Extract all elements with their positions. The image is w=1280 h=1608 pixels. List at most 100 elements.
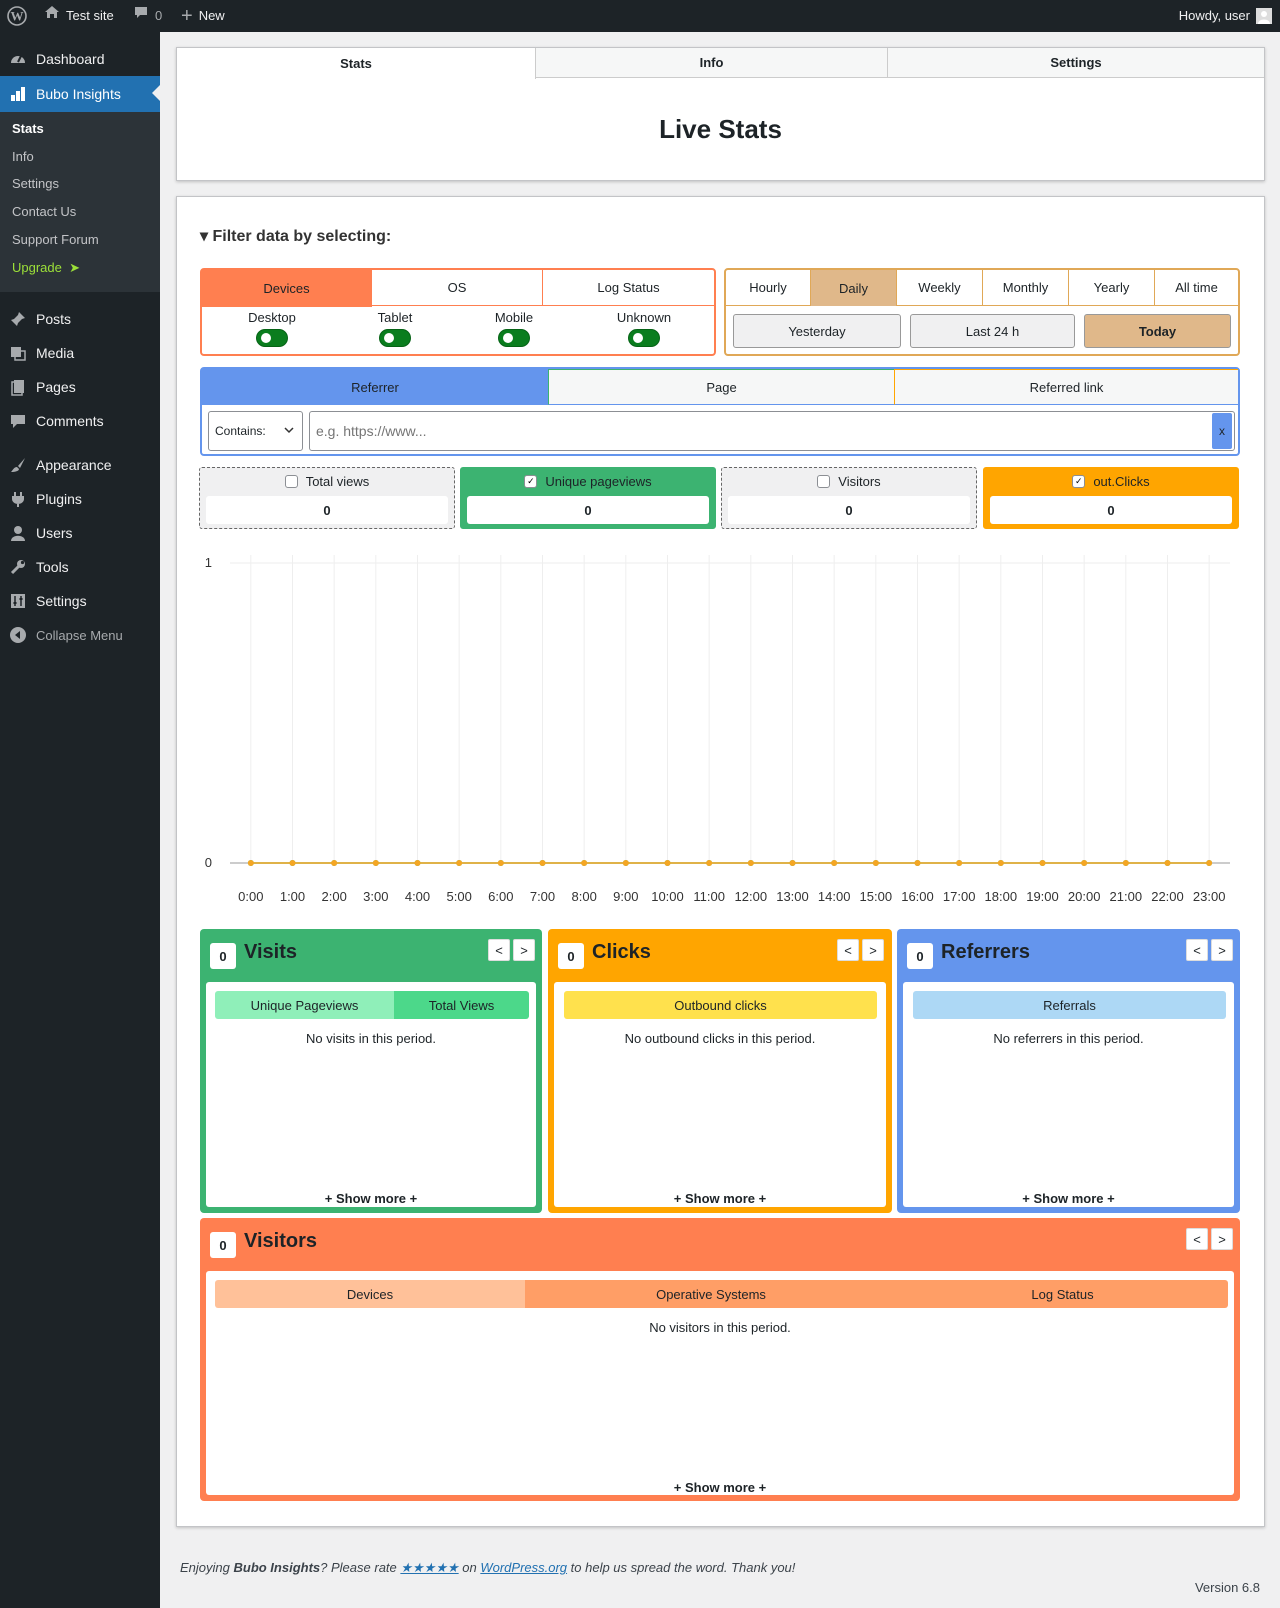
prev-button[interactable]: <	[1186, 1228, 1208, 1250]
sidebar-label: Media	[36, 345, 75, 361]
toggle-tablet[interactable]: Tablet	[345, 310, 445, 347]
data-point	[289, 860, 296, 866]
period-tab-daily[interactable]: Daily	[811, 270, 897, 306]
sidebar-item-tools[interactable]: Tools	[0, 550, 160, 584]
subtab-unique-pageviews[interactable]: Unique Pageviews	[215, 991, 394, 1019]
metric-visitors[interactable]: Visitors 0	[721, 467, 977, 529]
period-tab-weekly[interactable]: Weekly	[897, 270, 983, 306]
source-filter-input[interactable]	[309, 411, 1235, 451]
sidebar-item-dashboard[interactable]: Dashboard	[0, 42, 160, 76]
toggle-desktop[interactable]: Desktop	[222, 310, 322, 347]
user-account-link[interactable]: Howdy, user	[1179, 0, 1272, 32]
footer-text: Enjoying Bubo Insights? Please rate ★★★★…	[180, 1560, 795, 1576]
period-tab-yearly[interactable]: Yearly	[1069, 270, 1155, 306]
period-tab-hourly[interactable]: Hourly	[726, 270, 811, 306]
subtab-referrals[interactable]: Referrals	[913, 991, 1226, 1019]
admin-bar: W Test site 0 + New Howdy, user	[0, 0, 1280, 32]
source-tab-referrer[interactable]: Referrer	[202, 369, 548, 405]
comments-icon	[0, 412, 36, 430]
visits-widget: 0 Visits < > Unique Pageviews Total View…	[200, 929, 542, 1213]
subtab-total-views[interactable]: Total Views	[394, 991, 529, 1019]
sidebar-item-settings[interactable]: Settings	[0, 584, 160, 618]
sidebar-item-bubo-insights[interactable]: Bubo Insights	[0, 76, 160, 112]
checkbox-unchecked-icon[interactable]	[817, 475, 831, 488]
metric-out-clicks[interactable]: ✓out.Clicks 0	[983, 467, 1239, 529]
show-more-button[interactable]: + Show more +	[324, 1191, 418, 1206]
collapse-menu-button[interactable]: Collapse Menu	[0, 618, 160, 652]
metric-total-views[interactable]: Total views 0	[199, 467, 455, 529]
subtab-devices[interactable]: Devices	[215, 1280, 525, 1308]
y-tick-label: 1	[205, 555, 212, 570]
range-yesterday-button[interactable]: Yesterday	[733, 314, 901, 348]
sidebar-label: Posts	[36, 311, 72, 327]
toggle-mobile[interactable]: Mobile	[464, 310, 564, 347]
subtab-operative-systems[interactable]: Operative Systems	[525, 1280, 897, 1308]
submenu-item-support-forum[interactable]: Support Forum	[12, 232, 99, 247]
metric-unique-pageviews[interactable]: ✓Unique pageviews 0	[460, 467, 716, 529]
next-button[interactable]: >	[862, 939, 884, 961]
x-tick-label: 2:00	[322, 889, 347, 904]
comments-link[interactable]: 0	[133, 0, 162, 32]
clear-filter-button[interactable]: x	[1212, 413, 1232, 449]
wordpress-org-link[interactable]: WordPress.org	[480, 1560, 568, 1575]
sidebar-item-plugins[interactable]: Plugins	[0, 482, 160, 516]
next-button[interactable]: >	[1211, 939, 1233, 961]
filter-tab-devices[interactable]: Devices	[202, 270, 372, 306]
checkbox-checked-icon[interactable]: ✓	[524, 475, 538, 488]
toggle-unknown[interactable]: Unknown	[594, 310, 694, 347]
sidebar-item-comments[interactable]: Comments	[0, 404, 160, 438]
site-name-link[interactable]: Test site	[44, 0, 114, 32]
submenu-item-info[interactable]: Info	[12, 149, 34, 164]
x-tick-label: 5:00	[447, 889, 472, 904]
sidebar-item-posts[interactable]: Posts	[0, 302, 160, 336]
submenu-item-settings[interactable]: Settings	[12, 176, 59, 191]
collapse-label: Collapse Menu	[36, 627, 123, 643]
checkbox-unchecked-icon[interactable]	[284, 475, 298, 488]
toggle-switch[interactable]	[498, 329, 530, 347]
submenu-item-upgrade[interactable]: Upgrade ➤	[12, 260, 80, 276]
page-title: Live Stats	[659, 114, 782, 144]
subtab-outbound-clicks[interactable]: Outbound clicks	[564, 991, 877, 1019]
sidebar-item-media[interactable]: Media	[0, 336, 160, 370]
sidebar-item-pages[interactable]: Pages	[0, 370, 160, 404]
range-last-24h-button[interactable]: Last 24 h	[910, 314, 1075, 348]
show-more-button[interactable]: + Show more +	[673, 1480, 767, 1495]
sidebar-item-appearance[interactable]: Appearance	[0, 448, 160, 482]
source-tab-page[interactable]: Page	[548, 369, 894, 405]
next-button[interactable]: >	[513, 939, 535, 961]
x-tick-label: 8:00	[572, 889, 597, 904]
source-tab-referred-link[interactable]: Referred link	[894, 369, 1238, 405]
toggle-switch[interactable]	[256, 329, 288, 347]
period-tab-monthly[interactable]: Monthly	[983, 270, 1069, 306]
bar-chart-icon	[0, 85, 36, 103]
subtab-log-status[interactable]: Log Status	[897, 1280, 1228, 1308]
period-tab-all-time[interactable]: All time	[1155, 270, 1238, 306]
show-more-button[interactable]: + Show more +	[1022, 1191, 1115, 1206]
prev-button[interactable]: <	[1186, 939, 1208, 961]
submenu-item-stats[interactable]: Stats	[12, 121, 44, 136]
tab-info[interactable]: Info	[536, 48, 888, 78]
data-point	[1039, 860, 1046, 866]
show-more-button[interactable]: + Show more +	[673, 1191, 767, 1206]
new-content-link[interactable]: + New	[181, 0, 225, 32]
rating-stars-link[interactable]: ★★★★★	[400, 1560, 459, 1575]
tab-settings[interactable]: Settings	[888, 48, 1264, 78]
checkbox-checked-icon[interactable]: ✓	[1072, 475, 1086, 488]
next-button[interactable]: >	[1211, 1228, 1233, 1250]
prev-button[interactable]: <	[837, 939, 859, 961]
toggle-switch[interactable]	[379, 329, 411, 347]
submenu-item-contact-us[interactable]: Contact Us	[12, 204, 77, 219]
tab-stats[interactable]: Stats	[177, 48, 536, 79]
filter-tab-os[interactable]: OS	[372, 270, 543, 306]
filter-tab-log-status[interactable]: Log Status	[543, 270, 714, 306]
clicks-count-badge: 0	[558, 943, 584, 969]
range-today-button[interactable]: Today	[1084, 314, 1231, 348]
filter-toggle[interactable]: ▾ Filter data by selecting:	[200, 228, 392, 245]
prev-button[interactable]: <	[488, 939, 510, 961]
toggle-switch[interactable]	[628, 329, 660, 347]
sidebar-item-users[interactable]: Users	[0, 516, 160, 550]
match-type-select[interactable]: Contains:	[208, 411, 303, 451]
x-tick-label: 16:00	[901, 889, 934, 904]
wordpress-logo-icon[interactable]: W	[7, 0, 27, 32]
plugin-submenu: Stats Info Settings Contact Us Support F…	[0, 112, 160, 292]
